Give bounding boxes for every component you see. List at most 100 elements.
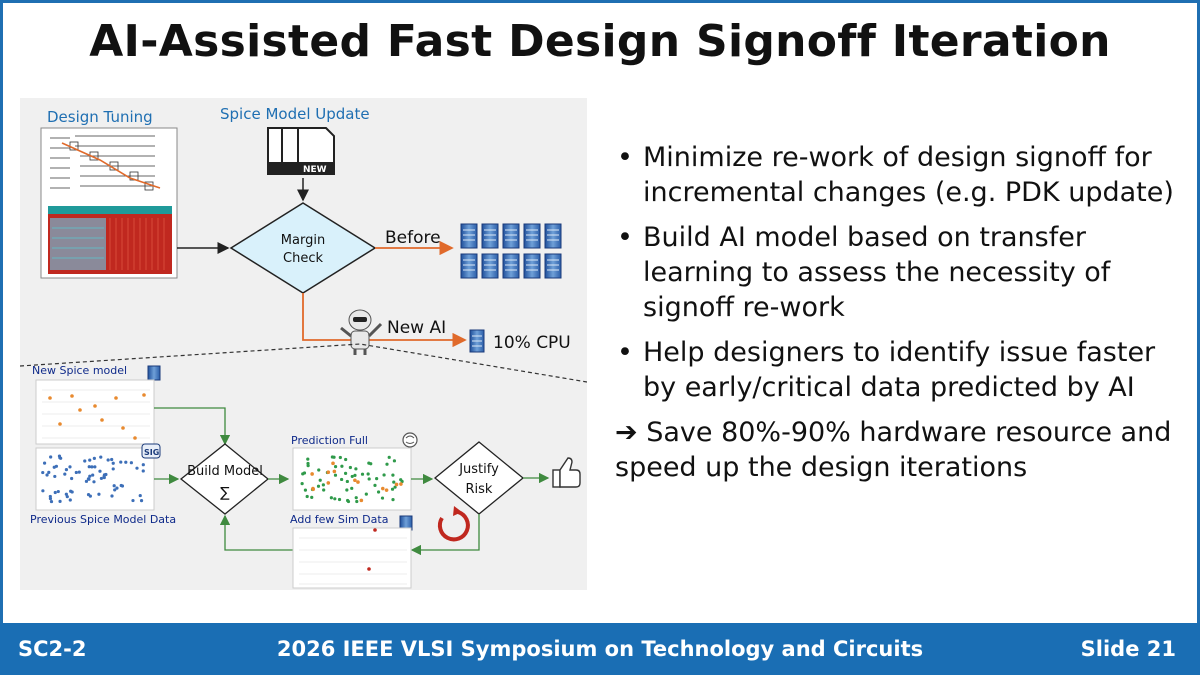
server-unit: [481, 253, 499, 279]
slide-number: Slide 21: [1080, 637, 1176, 661]
scatter-point: [139, 499, 144, 503]
scatter-point: [119, 460, 123, 464]
scatter-point: [63, 472, 67, 476]
server-unit: [523, 253, 541, 279]
bullet-dot: •: [617, 142, 633, 173]
scatter-point: [119, 483, 123, 488]
justify-to-sim-arrow: [410, 514, 480, 556]
scatter-point: [112, 484, 116, 488]
scatter-point: [331, 461, 335, 466]
scatter-point: [350, 486, 354, 490]
scatter-point: [382, 473, 386, 477]
bullet-dot: •: [617, 337, 633, 368]
session-id: SC2-2: [18, 637, 87, 661]
scatter-point: [392, 480, 396, 484]
scatter-point: [310, 495, 314, 499]
scatter-point: [45, 473, 49, 477]
scatter-point: [88, 458, 92, 462]
svg-text:Check: Check: [283, 251, 323, 266]
scatter-point: [345, 479, 349, 484]
scatter-point: [131, 498, 135, 503]
scatter-point: [340, 477, 344, 482]
scatter-point: [41, 470, 45, 475]
scatter-point: [53, 474, 57, 479]
conclusion-text: Save 80%-90% hardware resource and speed…: [615, 417, 1172, 483]
footer-bar: SC2-2 2026 IEEE VLSI Symposium on Techno…: [0, 623, 1200, 675]
section-divider: [20, 343, 587, 383]
scatter-point: [300, 482, 304, 486]
scatter-point: [375, 477, 379, 481]
scatter-point: [124, 460, 128, 464]
scatter-point: [344, 457, 348, 462]
scatter-point: [354, 496, 358, 500]
prediction-full-plot: [292, 447, 412, 511]
scatter-point: [318, 478, 322, 482]
scatter-point: [301, 472, 305, 476]
scatter-point: [390, 487, 395, 491]
scatter-point: [115, 486, 119, 490]
scatter-point: [92, 456, 96, 460]
new-spice-to-build-arrow: [154, 407, 231, 446]
scatter-point: [364, 492, 368, 496]
svg-text:SIG: SIG: [144, 448, 159, 457]
scatter-point: [141, 469, 145, 473]
svg-text:Margin: Margin: [281, 233, 325, 248]
scatter-point: [49, 455, 53, 459]
spice-model-update-label: Spice Model Update: [220, 105, 370, 123]
bullet-item: • Minimize re-work of design signoff for…: [615, 140, 1185, 210]
bullet-item: • Help designers to identify issue faste…: [615, 335, 1185, 405]
scatter-point: [305, 494, 309, 499]
scatter-point: [326, 470, 331, 475]
new-ai-label: New AI: [387, 318, 446, 338]
scatter-point: [380, 486, 385, 491]
scatter-point: [360, 472, 365, 476]
bullet-text: Build AI model based on transfer learnin…: [643, 222, 1111, 323]
scatter-point: [329, 496, 333, 500]
scatter-point: [333, 473, 338, 477]
new-spice-model-label: New Spice model: [32, 364, 127, 377]
scatter-point: [113, 488, 117, 492]
scatter-point: [47, 470, 51, 474]
flow-diagram: Design Tuning Spice: [20, 98, 587, 590]
scatter-point: [367, 477, 371, 481]
build-model-diamond: Build Model ∑: [179, 443, 270, 515]
scatter-point: [355, 499, 359, 504]
conference-name: 2026 IEEE VLSI Symposium on Technology a…: [276, 637, 924, 661]
scatter-point: [87, 465, 91, 469]
scatter-point: [83, 459, 87, 463]
scatter-point: [70, 476, 74, 481]
scatter-point: [366, 472, 370, 476]
scatter-point: [348, 465, 352, 470]
svg-text:Risk: Risk: [466, 482, 493, 497]
scatter-point: [359, 498, 364, 503]
scatter-point: [98, 469, 102, 473]
scatter-point: [387, 455, 391, 459]
right-arrow-icon: ➔: [615, 417, 638, 448]
scatter-point: [58, 499, 62, 503]
scatter-point: [42, 461, 47, 465]
scatter-point: [110, 457, 114, 462]
scatter-point: [64, 492, 68, 496]
scatter-point: [317, 468, 321, 472]
before-label: Before: [385, 228, 441, 248]
scatter-point: [69, 489, 73, 493]
cpu-server-icon: [469, 329, 485, 353]
scatter-point: [332, 455, 336, 459]
scatter-point: [56, 489, 60, 494]
scatter-point: [91, 473, 95, 477]
scatter-point: [343, 471, 348, 475]
add-few-sim-data-label: Add few Sim Data: [290, 513, 388, 526]
svg-text:NEW: NEW: [303, 165, 327, 175]
scatter-point: [394, 482, 399, 487]
new-spice-plot: [35, 379, 155, 445]
scatter-point: [41, 489, 45, 493]
scatter-point: [53, 490, 57, 495]
scatter-point: [373, 483, 377, 488]
scatter-point: [84, 479, 89, 483]
scatter-point: [92, 480, 96, 484]
scatter-point: [338, 455, 342, 460]
scatter-point: [102, 475, 106, 480]
sim-data-plot: [292, 527, 412, 589]
scatter-point: [399, 482, 403, 486]
